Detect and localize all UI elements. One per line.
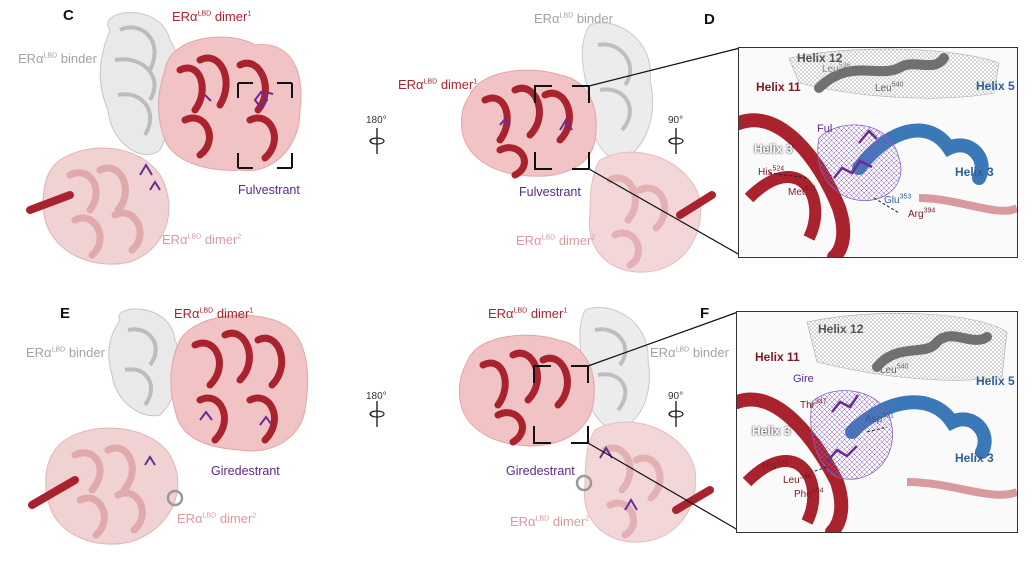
rotation-180-icon xyxy=(369,128,385,154)
ligand-label-e-rot: Giredestrant xyxy=(506,464,575,478)
dimer2-label-c-rot: ERαLBD dimer2 xyxy=(516,233,596,248)
dimer1-label-e: ERαLBD dimer1 xyxy=(174,306,254,321)
panel-f-structure xyxy=(737,312,1017,532)
dimer2-label-e: ERαLBD dimer2 xyxy=(177,511,257,526)
rotation-90-label: 90° xyxy=(668,115,684,126)
panel-letter-c: C xyxy=(63,7,74,24)
dimer1-label-c-rot: ERαLBD dimer1 xyxy=(398,77,478,92)
binder-label-e: ERαLBD binder xyxy=(26,345,105,360)
residue-d-4: Glu353 xyxy=(884,193,912,206)
residue-d-5: Arg394 xyxy=(908,207,936,220)
helix-12-label-d: Helix 12 xyxy=(797,51,843,65)
residue-f-2: Asp351 xyxy=(865,412,894,425)
dimer1-label-c: ERαLBD dimer1 xyxy=(172,9,252,24)
panel-d-structure xyxy=(739,48,1017,257)
ligand-label-c: Fulvestrant xyxy=(238,183,300,197)
helix-5-label-d: Helix 5 xyxy=(976,79,1015,93)
residue-d-1: Leu540 xyxy=(875,81,904,94)
panel-d-inset xyxy=(738,47,1018,258)
residue-f-4: Leu346 xyxy=(783,473,812,486)
panel-f-inset xyxy=(736,311,1018,533)
helix-3-label-f-right: Helix 3 xyxy=(955,451,994,465)
panel-e-rotated-structure xyxy=(458,306,739,543)
panel-letter-e: E xyxy=(60,305,71,322)
residue-d-3: Met421 xyxy=(788,185,817,198)
residue-d-0: Leu536 xyxy=(822,62,851,75)
panel-c-rotated-structure xyxy=(460,22,741,273)
ligand-label-d: Ful xyxy=(817,123,833,135)
residue-f-3: His524 xyxy=(762,459,789,472)
ligand-label-c-rot: Fulvestrant xyxy=(519,185,581,199)
helix-11-label-f: Helix 11 xyxy=(755,350,800,364)
panel-e-structure xyxy=(28,308,309,545)
helix-3-label-d-left: Helix 3 xyxy=(754,142,793,156)
rotation-90-icon xyxy=(668,128,684,154)
rotation-90-label-lower: 90° xyxy=(668,391,684,402)
rotation-90-icon-lower xyxy=(668,401,684,427)
residue-f-5: Phe404 xyxy=(794,487,824,500)
binder-label-c-rot: ERαLBD binder xyxy=(534,11,613,26)
binder-label-c: ERαLBD binder xyxy=(18,51,97,66)
ligand-label-f: Gire xyxy=(793,373,814,385)
helix-3-label-d-right: Helix 3 xyxy=(955,165,994,179)
helix-3-label-f-left: Helix 3 xyxy=(752,424,791,438)
dimer2-label-e-rot: ERαLBD dimer2 xyxy=(510,514,590,529)
ligand-label-e: Giredestrant xyxy=(211,464,280,478)
residue-d-2: His524 xyxy=(758,165,785,178)
helix-5-label-f: Helix 5 xyxy=(976,374,1015,388)
helix-12-label-f: Helix 12 xyxy=(818,322,864,336)
residue-f-0: Leu540 xyxy=(880,363,909,376)
panel-c-structure xyxy=(26,12,302,265)
rotation-180-label-lower: 180° xyxy=(366,391,387,402)
binder-label-e-rot: ERαLBD binder xyxy=(650,345,729,360)
residue-f-1: Thr347 xyxy=(800,398,827,411)
dimer1-label-e-rot: ERαLBD dimer1 xyxy=(488,306,568,321)
helix-11-label-d: Helix 11 xyxy=(756,80,801,94)
panel-letter-d: D xyxy=(704,11,715,28)
rotation-180-icon-lower xyxy=(369,401,385,427)
rotation-180-label: 180° xyxy=(366,115,387,126)
panel-letter-f: F xyxy=(700,305,710,322)
dimer2-label-c: ERαLBD dimer2 xyxy=(162,232,242,247)
